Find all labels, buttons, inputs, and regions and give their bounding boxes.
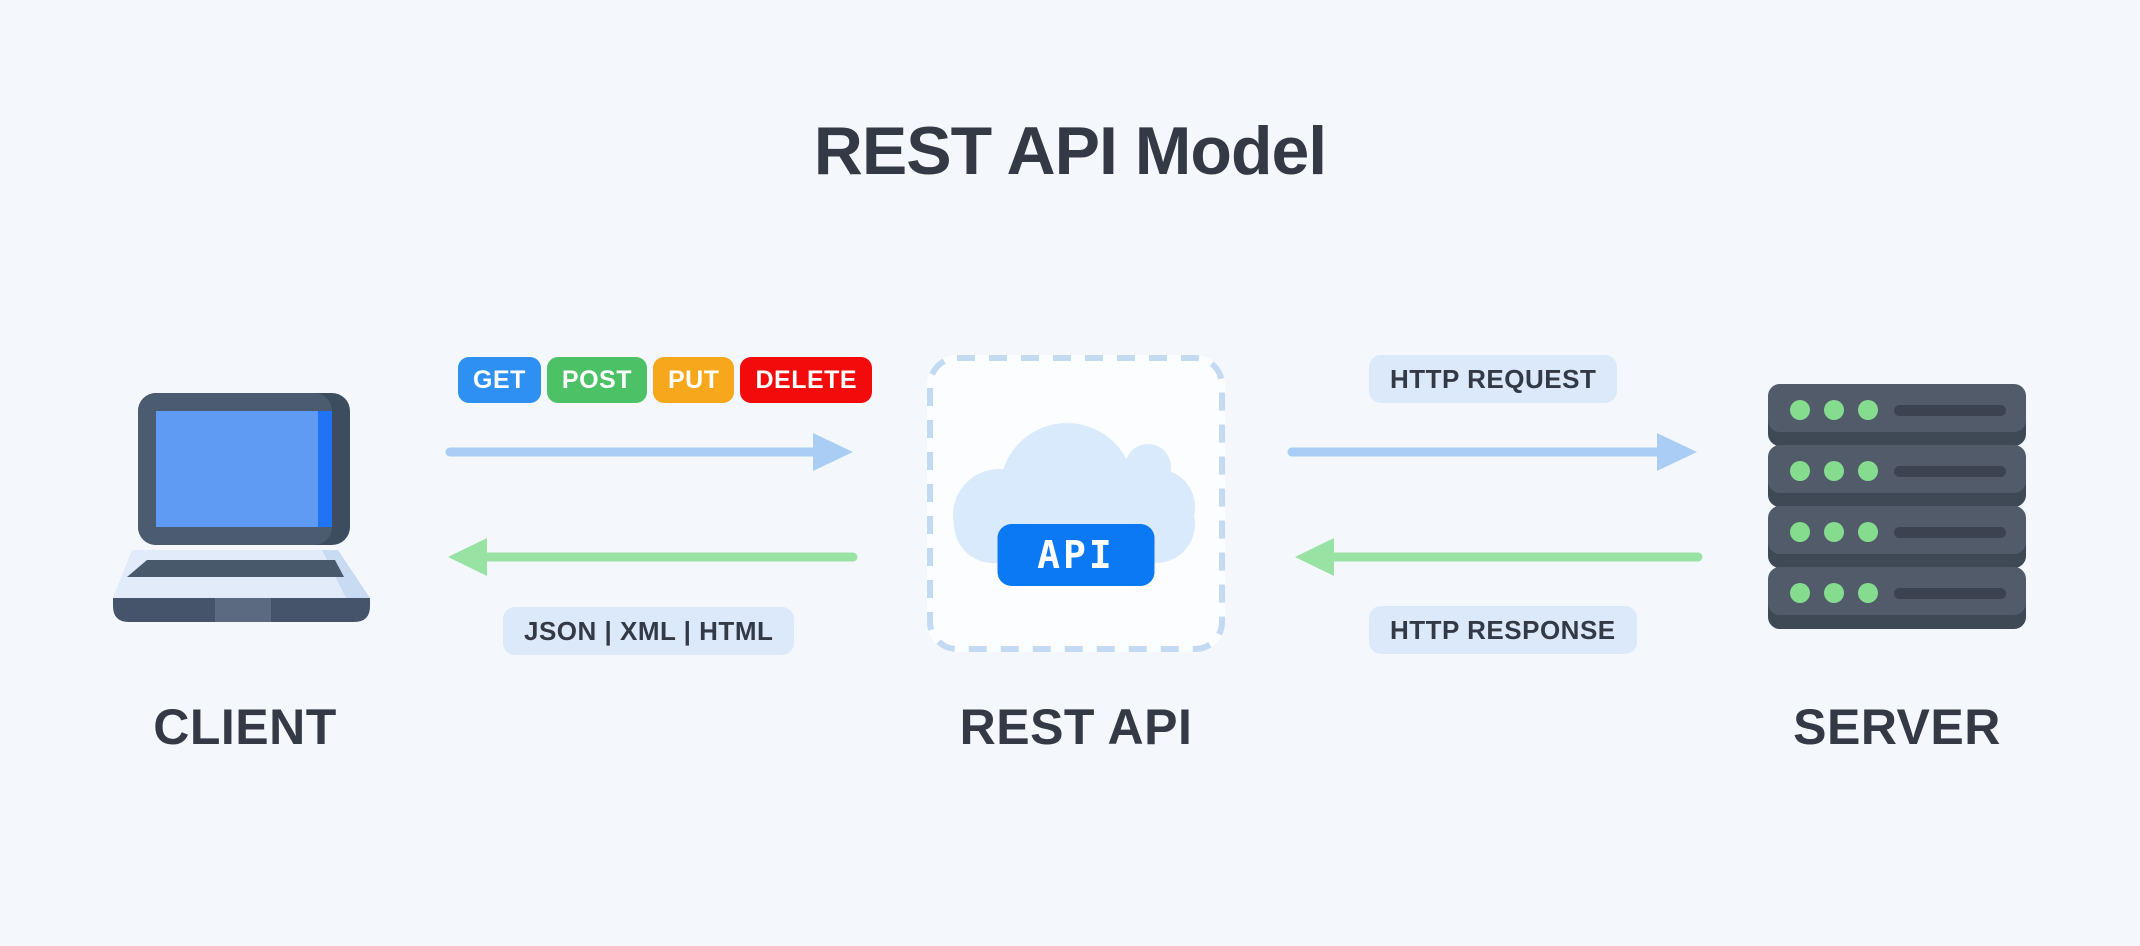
server-rack-icon: [1768, 384, 2026, 629]
method-badge-put: PUT: [652, 357, 735, 403]
server-label: SERVER: [1793, 699, 2001, 755]
diagram-title: REST API Model: [813, 113, 1327, 189]
server-to-api-arrow: [1295, 538, 1703, 576]
http-request-pill: HTTP REQUEST: [1369, 355, 1618, 403]
client-to-api-arrow: [445, 433, 853, 471]
method-badge-delete: DELETE: [740, 357, 873, 403]
rest-api-label: REST API: [959, 699, 1193, 755]
api-badge-text: API: [1037, 533, 1115, 577]
server-slab: [1768, 567, 2026, 629]
server-slab: [1768, 445, 2026, 507]
server-slab: [1768, 384, 2026, 446]
api-to-client-arrow: [448, 538, 858, 576]
response-formats-pill: JSON | XML | HTML: [503, 607, 795, 655]
client-label: CLIENT: [153, 699, 337, 755]
method-badge-post: POST: [546, 357, 647, 403]
http-methods-row: GET POST PUT DELETE: [458, 357, 873, 403]
method-badge-get: GET: [458, 357, 541, 403]
api-badge: API: [997, 524, 1155, 586]
rest-api-box: API: [927, 355, 1225, 652]
api-to-server-arrow: [1287, 433, 1697, 471]
cloud-icon: [953, 423, 1195, 563]
dashed-border: [927, 355, 1225, 652]
server-slab: [1768, 506, 2026, 568]
http-response-pill: HTTP RESPONSE: [1369, 606, 1637, 654]
laptop-icon: [113, 393, 370, 622]
